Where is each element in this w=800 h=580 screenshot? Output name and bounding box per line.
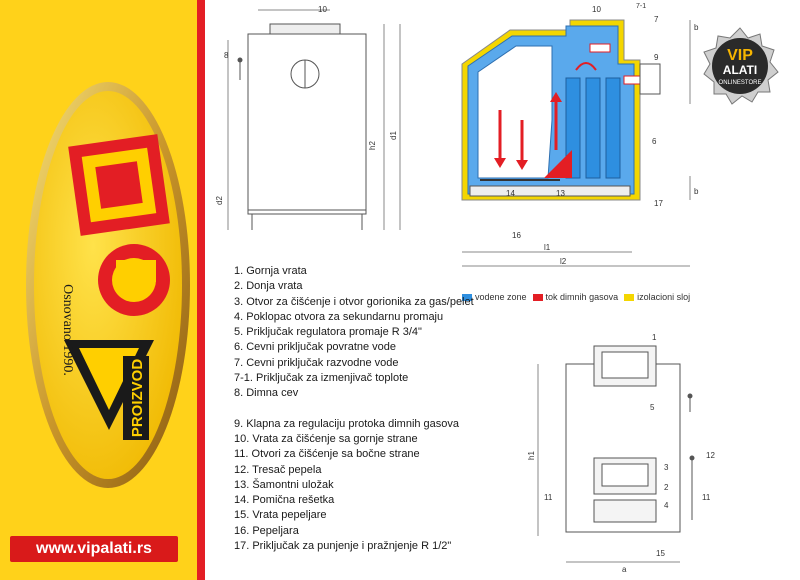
parts-list-item: 7-1. Priključak za izmenjivač toplote bbox=[234, 372, 409, 385]
badge-tag-text: ONLINESTORE bbox=[719, 80, 762, 86]
ashpan-door bbox=[593, 499, 657, 523]
dim-l2: l2 bbox=[560, 257, 567, 266]
dim-l1: l1 bbox=[544, 243, 551, 252]
callout-13: 13 bbox=[556, 189, 565, 198]
parts-list-item: 10. Vrata za čišćenje sa gornje strane bbox=[234, 432, 418, 445]
dim-a: a bbox=[622, 565, 627, 574]
parts-list-item: 3. Otvor za čišćenje i otvor gorionika z… bbox=[234, 295, 474, 308]
logo-product-text: PROIZVOD bbox=[129, 359, 146, 438]
callout-10b: 10 bbox=[592, 5, 601, 14]
callout-6: 6 bbox=[652, 137, 657, 146]
logo-founded-text: Osnovano 1990. bbox=[60, 284, 75, 376]
parts-list-item: 11. Otvori za čišćenje sa bočne strane bbox=[234, 448, 420, 461]
callout-7-1: 7-1 bbox=[636, 3, 646, 10]
dim-b-top: b bbox=[694, 23, 699, 32]
legend-insulation: izolacioni sloj bbox=[624, 292, 690, 302]
legend-swatch-water bbox=[462, 294, 472, 302]
legend-water: vodene zone bbox=[462, 292, 527, 302]
website-link[interactable]: www.vipalati.rs bbox=[10, 536, 178, 562]
dim-d1: d1 bbox=[389, 131, 398, 140]
vip-alati-badge: VIP ALATI ONLINESTORE bbox=[703, 27, 779, 105]
front-view-bottom bbox=[537, 345, 695, 563]
legend-water-label: vodene zone bbox=[475, 292, 527, 302]
dim-h2: h2 bbox=[368, 141, 377, 150]
parts-list-item: 15. Vrata pepeljare bbox=[234, 509, 327, 522]
parts-list-item: 4. Poklopac otvora za sekundarnu promaju bbox=[234, 310, 444, 323]
parts-list-item: 7. Cevni priključak razvodne vode bbox=[234, 356, 399, 369]
front-body bbox=[247, 33, 367, 215]
callout-5: 5 bbox=[650, 403, 655, 412]
dim-b-bottom: b bbox=[694, 187, 699, 196]
callout-1: 1 bbox=[652, 333, 657, 342]
callout-12: 12 bbox=[706, 451, 715, 460]
legend-swatch-flue bbox=[532, 294, 543, 302]
brand-panel: PROIZVOD Osnovano 1990. www.vipalati.rs bbox=[0, 0, 205, 580]
parts-list: 1. Gornja vrata 2. Donja vrata 3. Otvor za… bbox=[234, 264, 474, 554]
brand-divider bbox=[197, 0, 205, 580]
parts-list-item: 13. Šamontni uložak bbox=[234, 478, 334, 491]
callout-2: 2 bbox=[664, 483, 669, 492]
dim-d2: d2 bbox=[215, 196, 224, 205]
callout-9: 9 bbox=[654, 53, 659, 62]
parts-list-item: 12. Tresač pepela bbox=[234, 463, 322, 476]
callout-16: 16 bbox=[512, 231, 521, 240]
legend-flue: tok dimnih gasova bbox=[532, 292, 619, 302]
parts-list-item: 16. Pepeljara bbox=[234, 524, 299, 537]
callout-15: 15 bbox=[656, 549, 665, 558]
diagram-legend: vodene zone tok dimnih gasova izolacioni… bbox=[462, 292, 691, 302]
parts-list-item: 6. Cevni priključak povratne vode bbox=[234, 341, 397, 354]
company-logo: PROIZVOD Osnovano 1990. bbox=[26, 82, 190, 488]
callout-14: 14 bbox=[506, 189, 515, 198]
parts-list-item: 17. Priključak za punjenje i pražnjenje … bbox=[234, 540, 452, 553]
dim-h1: h1 bbox=[527, 451, 536, 460]
callout-4: 4 bbox=[664, 501, 669, 510]
callout-8: 8 bbox=[224, 51, 229, 60]
front-view bbox=[227, 9, 401, 230]
badge-sub-text: ALATI bbox=[723, 63, 757, 77]
legend-flue-label: tok dimnih gasova bbox=[545, 292, 619, 302]
legend-swatch-insulation bbox=[624, 294, 635, 302]
parts-list-item: 9. Klapna za regulaciju protoka dimnih g… bbox=[234, 417, 460, 430]
callout-10a: 10 bbox=[318, 5, 327, 14]
parts-list-item: 14. Pomična rešetka bbox=[234, 494, 335, 507]
parts-list-item: 2. Donja vrata bbox=[234, 280, 303, 293]
callout-7: 7 bbox=[654, 15, 659, 24]
boiler-diagram: 10 h2 d1 d2 8 10 7 bbox=[215, 3, 715, 574]
legend-insulation-label: izolacioni sloj bbox=[637, 292, 691, 302]
callout-11b: 11 bbox=[702, 493, 711, 502]
section-view bbox=[461, 19, 691, 267]
parts-list-item: 8. Dimna cev bbox=[234, 387, 299, 400]
callout-17: 17 bbox=[654, 199, 663, 208]
callout-3: 3 bbox=[664, 463, 669, 472]
parts-list-item: 5. Priključak regulatora promaje R 3/4" bbox=[234, 326, 422, 339]
badge-main-text: VIP bbox=[727, 47, 753, 64]
callout-11a: 11 bbox=[544, 493, 553, 502]
parts-list-item: 1. Gornja vrata bbox=[234, 265, 307, 277]
